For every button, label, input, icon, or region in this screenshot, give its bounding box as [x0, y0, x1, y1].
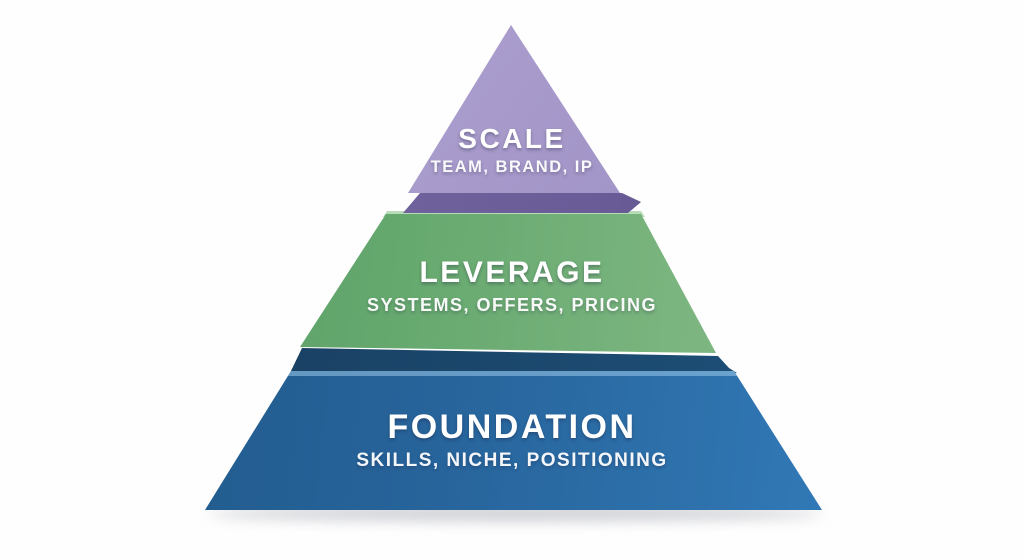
- ground-shadow: [208, 507, 822, 520]
